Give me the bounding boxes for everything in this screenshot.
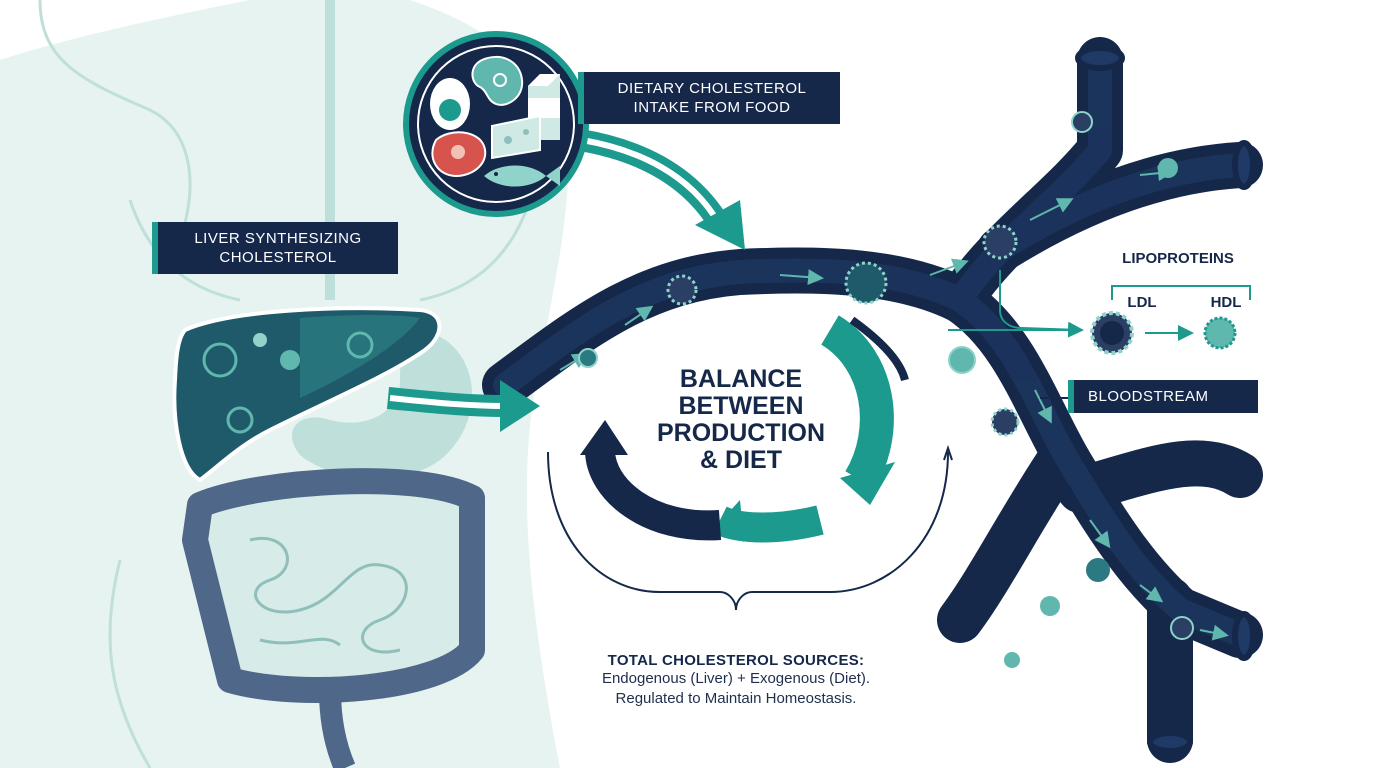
blood-vessels	[482, 37, 1263, 763]
summary-block: TOTAL CHOLESTEROL SOURCES: Endogenous (L…	[548, 652, 924, 709]
liver-label-line-2: CHOLESTEROL	[219, 249, 337, 266]
meat-steak-icon	[431, 131, 487, 178]
liver-organ	[172, 306, 442, 483]
diet-to-blood-arrow	[578, 129, 745, 250]
cheese-icon	[491, 114, 541, 160]
liver-synthesis-label: LIVER SYNTHESIZING CHOLESTEROL	[152, 222, 398, 274]
diet-label-line-2: INTAKE FROM FOOD	[633, 99, 791, 116]
ldl-particle	[1090, 311, 1134, 355]
lipoprotein-particles	[578, 111, 1194, 668]
balance-line-3: PRODUCTION	[656, 419, 826, 447]
dietary-intake-label: DIETARY CHOLESTEROL INTAKE FROM FOOD	[578, 72, 840, 124]
salmon-steak-icon	[471, 55, 524, 106]
balance-line-1: BALANCE	[679, 365, 803, 393]
hdl-particle	[1203, 316, 1237, 350]
summary-title: TOTAL CHOLESTEROL SOURCES:	[607, 652, 865, 669]
vessel-flow-arrows	[559, 165, 1229, 641]
liver-label-line-1: LIVER SYNTHESIZING	[194, 230, 362, 247]
summary-bracket	[547, 444, 953, 611]
hdl-label: HDL	[1210, 294, 1242, 311]
lipoprotein-callout	[948, 270, 1251, 341]
egg-icon	[430, 78, 470, 130]
ldl-label: LDL	[1127, 294, 1157, 311]
summary-line-1: Endogenous (Liver) + Exogenous (Diet).	[601, 670, 871, 687]
intestines	[182, 468, 485, 768]
lipoproteins-label: LIPOPROTEINS	[1122, 250, 1234, 267]
fish-icon	[484, 165, 560, 187]
balance-cycle-arrows	[580, 315, 909, 543]
liver-to-blood-arrow	[386, 380, 540, 432]
diet-label-line-1: DIETARY CHOLESTEROL	[617, 80, 807, 97]
stomach	[291, 330, 473, 479]
bloodstream-label: BLOODSTREAM	[1068, 380, 1258, 413]
summary-line-2: Regulated to Maintain Homeostasis.	[615, 690, 857, 707]
vessel-ends	[1075, 45, 1256, 754]
balance-line-4: & DIET	[700, 446, 782, 474]
balance-title: BALANCE BETWEEN PRODUCTION & DIET	[616, 366, 866, 474]
balance-line-2: BETWEEN	[678, 392, 804, 420]
